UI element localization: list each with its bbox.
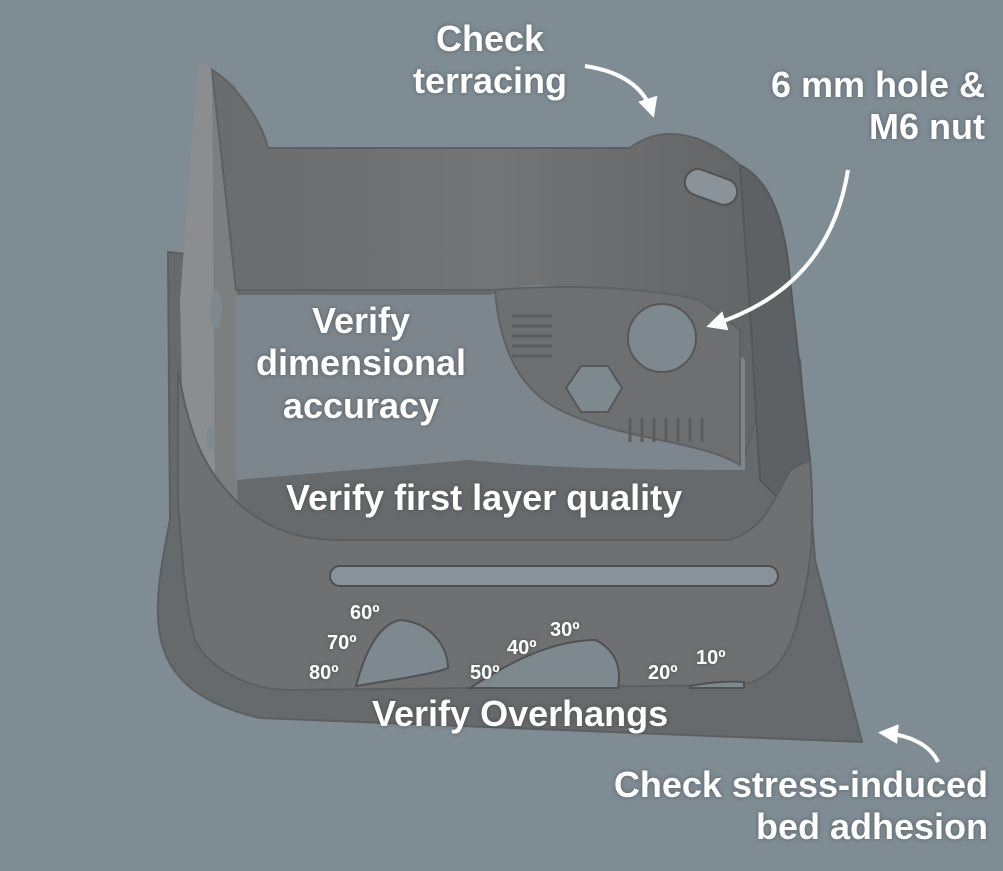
angle-label-80: 80º	[309, 662, 339, 684]
front-wall	[177, 369, 814, 692]
label-terracing-line2: terracing	[412, 60, 568, 102]
hex-nut-cutout	[564, 365, 624, 413]
label-hole-line2: M6 nut	[869, 106, 985, 148]
label-dimensional-line1: Verify	[311, 300, 411, 341]
test-hole	[627, 303, 697, 373]
overhang-cutout-left	[354, 618, 450, 688]
back-wall-slot	[683, 168, 739, 206]
right-wall	[738, 163, 812, 512]
angle-label-10: 10º	[696, 647, 726, 669]
angle-label-20: 20º	[648, 662, 678, 684]
left-wall-hole-small	[206, 426, 214, 450]
label-adhesion-line2: bed adhesion	[755, 806, 988, 848]
left-wall-hole	[210, 290, 222, 330]
arrow-hole	[706, 169, 850, 331]
angle-label-50: 50º	[470, 662, 500, 684]
angle-label-40: 40º	[507, 637, 537, 659]
label-dimensional-line2: dimensional	[255, 342, 467, 384]
label-dimensional-line3: accuracy	[282, 384, 440, 426]
label-first-layer: Verify first layer quality	[286, 477, 683, 518]
front-wall-slot	[329, 565, 779, 587]
label-hole: 6 mm hole & M6 nut	[700, 64, 985, 149]
overhang-cutout-middle	[466, 638, 620, 689]
label-dimensional: Verify dimensional accuracy	[236, 300, 486, 427]
label-overhangs: Verify Overhangs	[372, 693, 669, 734]
arrow-adhesion	[878, 724, 940, 763]
overhang-cutout-right	[689, 680, 745, 689]
angle-label-70: 70º	[327, 632, 357, 654]
dimension-ribs	[512, 314, 704, 442]
label-terracing: Check terracing	[395, 18, 585, 103]
label-adhesion-line1: Check stress-induced	[613, 764, 988, 805]
label-terracing-line1: Check	[435, 18, 545, 59]
label-hole-line1: 6 mm hole &	[770, 64, 985, 105]
angle-label-60: 60º	[350, 602, 380, 624]
label-adhesion: Check stress-induced bed adhesion	[560, 764, 988, 849]
angle-label-30: 30º	[550, 619, 580, 641]
arrow-terracing	[584, 64, 658, 118]
